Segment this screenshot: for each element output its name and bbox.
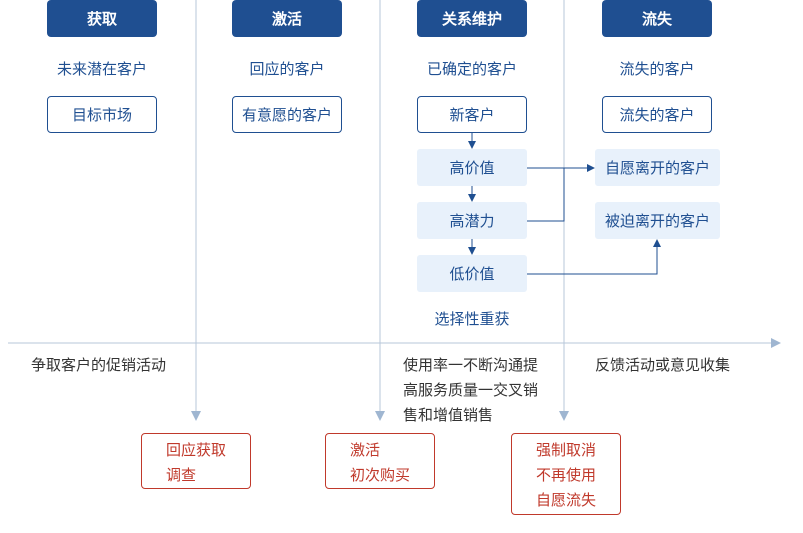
activity-churn: 反馈活动或意见收集 [595, 356, 731, 374]
box-high-potential: 高潜力 [417, 202, 527, 239]
activity-maintain-line-2: 高服务质量一交叉销 [403, 381, 539, 399]
stage-tab-acquire: 获取 [47, 0, 157, 37]
stage-subtitle-maintain: 已确定的客户 [426, 60, 517, 78]
box-churn-customer: 流失的客户 [602, 96, 712, 133]
box-voluntary-leave: 自愿离开的客户 [595, 149, 720, 186]
stage-tab-activate: 激活 [232, 0, 342, 37]
box-target-market: 目标市场 [47, 96, 157, 133]
red-box-line: 调查 [166, 466, 197, 484]
activity-maintain: 使用率一不断沟通提 高服务质量一交叉销 售和增值销售 [403, 353, 538, 428]
box-intent-customer: 有意愿的客户 [232, 96, 342, 133]
red-box-churn-reasons: 强制取消 不再使用 自愿流失 [511, 433, 621, 515]
red-box-line: 初次购买 [350, 466, 411, 484]
stage-subtitle-churn: 流失的客户 [619, 60, 695, 78]
stage-subtitle-acquire: 未来潜在客户 [56, 60, 147, 78]
box-new-customer: 新客户 [417, 96, 527, 133]
red-box-response-survey: 回应获取 调查 [141, 433, 251, 489]
red-box-line: 不再使用 [535, 466, 596, 484]
arrow-low-to-forced [527, 239, 661, 275]
box-forced-leave: 被迫离开的客户 [595, 202, 720, 239]
box-high-value: 高价值 [417, 149, 527, 186]
red-box-line: 自愿流失 [535, 491, 596, 509]
red-box-line: 强制取消 [535, 441, 596, 459]
stage-tab-churn: 流失 [602, 0, 712, 37]
activity-acquire: 争取客户的促销活动 [31, 356, 167, 374]
red-box-first-purchase: 激活 初次购买 [325, 433, 435, 489]
arrow-potential-to-voluntary [527, 168, 565, 222]
red-box-line: 激活 [350, 441, 381, 459]
red-box-line: 回应获取 [166, 441, 227, 459]
box-low-value: 低价值 [417, 255, 527, 292]
activity-maintain-line-1: 使用率一不断沟通提 [403, 356, 539, 374]
activity-maintain-line-3: 售和增值销售 [403, 406, 494, 424]
reacquire-label: 选择性重获 [434, 310, 510, 328]
stage-subtitle-activate: 回应的客户 [249, 60, 325, 78]
stage-tab-maintain: 关系维护 [417, 0, 527, 37]
